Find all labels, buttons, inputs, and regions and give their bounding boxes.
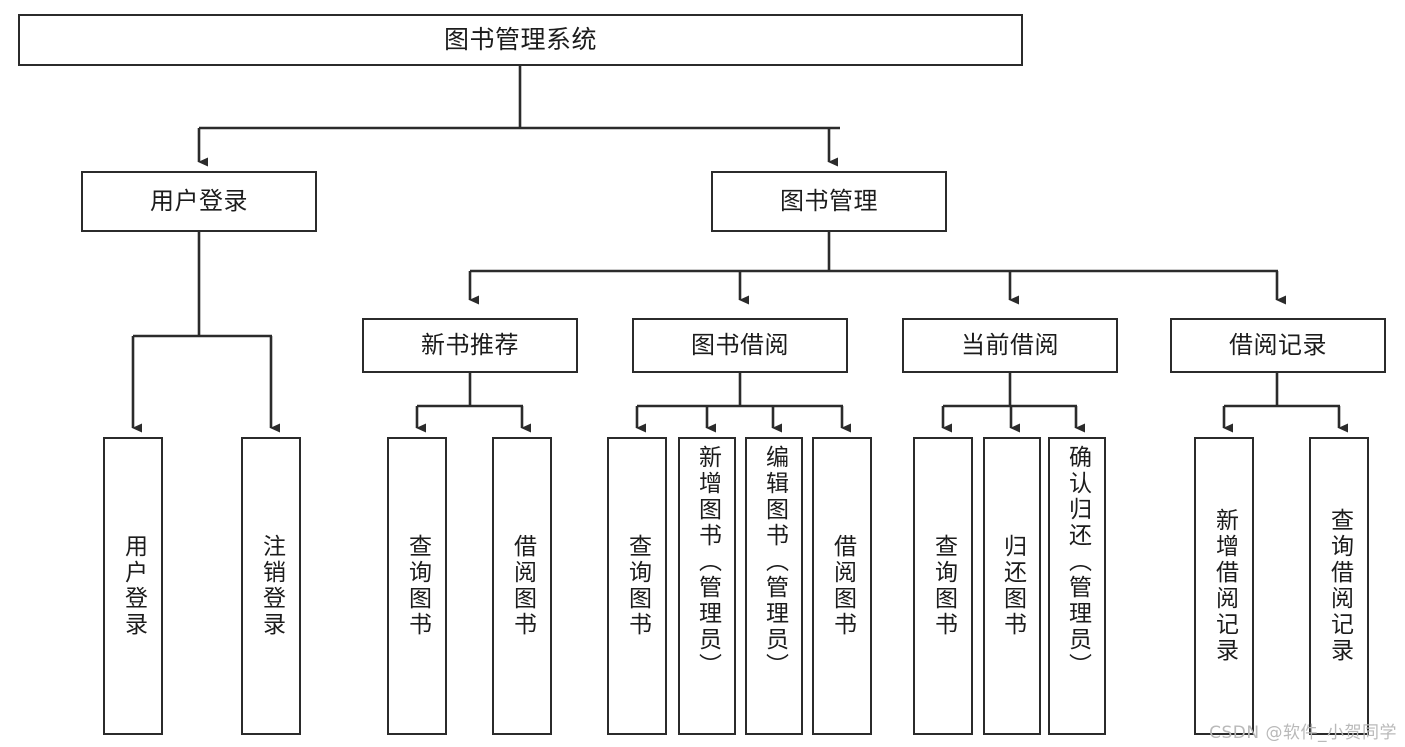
node-label: 查询图书	[404, 534, 431, 638]
node-new-book-recommendation[interactable]: 新书推荐	[362, 318, 578, 373]
node-label: 当前借阅	[961, 331, 1059, 360]
leaf-query-book-current[interactable]: 查询图书	[913, 437, 973, 735]
leaf-query-book-recommendation[interactable]: 查询图书	[387, 437, 447, 735]
node-label: 新书推荐	[421, 331, 519, 360]
leaf-logout[interactable]: 注销登录	[241, 437, 301, 735]
node-label: 图书管理	[780, 187, 878, 216]
node-label: 借阅记录	[1229, 331, 1327, 360]
leaf-confirm-return-admin[interactable]: 确认归还（管理员）	[1048, 437, 1106, 735]
leaf-return-book[interactable]: 归还图书	[983, 437, 1041, 735]
node-book-management[interactable]: 图书管理	[711, 171, 947, 232]
leaf-add-borrow-record[interactable]: 新增借阅记录	[1194, 437, 1254, 735]
node-label: 查询借阅记录	[1326, 508, 1353, 664]
node-label: 查询图书	[624, 534, 651, 638]
leaf-user-login[interactable]: 用户登录	[103, 437, 163, 735]
node-label: 新增借阅记录	[1211, 508, 1238, 664]
leaf-query-book-borrowing[interactable]: 查询图书	[607, 437, 667, 735]
leaf-borrow-book-recommendation[interactable]: 借阅图书	[492, 437, 552, 735]
node-label: 借阅图书	[509, 534, 536, 638]
node-label: 图书借阅	[691, 331, 789, 360]
node-label: 借阅图书	[829, 534, 856, 638]
leaf-add-book-admin[interactable]: 新增图书（管理员）	[678, 437, 736, 735]
node-label: 注销登录	[258, 534, 285, 638]
node-user-login[interactable]: 用户登录	[81, 171, 317, 232]
node-label: 查询图书	[930, 534, 957, 638]
leaf-edit-book-admin[interactable]: 编辑图书（管理员）	[745, 437, 803, 735]
node-label: 编辑图书（管理员）	[761, 445, 788, 679]
node-current-borrowing[interactable]: 当前借阅	[902, 318, 1118, 373]
node-library-management-system[interactable]: 图书管理系统	[18, 14, 1023, 66]
node-label: 用户登录	[150, 187, 248, 216]
node-label: 新增图书（管理员）	[694, 445, 721, 679]
node-borrowing-record[interactable]: 借阅记录	[1170, 318, 1386, 373]
node-book-borrowing[interactable]: 图书借阅	[632, 318, 848, 373]
leaf-query-borrow-record[interactable]: 查询借阅记录	[1309, 437, 1369, 735]
node-label: 用户登录	[120, 534, 147, 638]
node-label: 确认归还（管理员）	[1064, 445, 1091, 679]
node-label: 归还图书	[999, 534, 1026, 638]
csdn-watermark: CSDN @软件_小贺同学	[1209, 723, 1397, 743]
leaf-borrow-book-borrowing[interactable]: 借阅图书	[812, 437, 872, 735]
node-label: 图书管理系统	[443, 25, 597, 55]
